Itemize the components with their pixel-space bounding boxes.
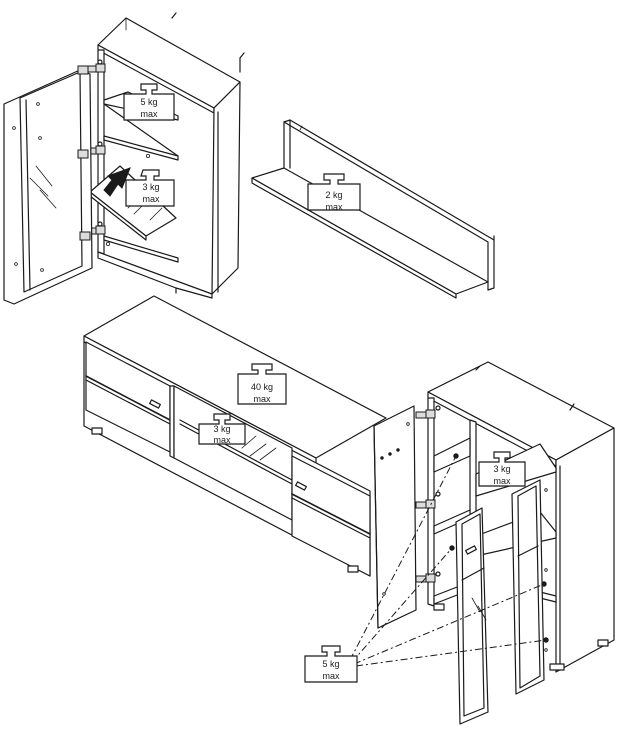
- weight-icon-cabinet-top-shelf: 5 kg max: [123, 83, 175, 121]
- right-cabinet-left-door: [373, 405, 417, 629]
- weight-icon-right-cabinet-shelf: 3 kg max: [478, 451, 526, 487]
- hinge-icon: [85, 59, 106, 73]
- weight-value: 5 kg: [322, 659, 339, 669]
- weight-unit: max: [325, 202, 343, 212]
- weight-value: 3 kg: [213, 424, 230, 434]
- right-cabinet-front-doors: [455, 479, 548, 725]
- weight-unit: max: [493, 476, 511, 486]
- weight-icon-door-shelves: 5 kg max: [304, 645, 358, 683]
- weight-icon-cabinet-glass-shelf: 3 kg max: [125, 169, 175, 207]
- weight-unit: max: [140, 109, 158, 119]
- weight-value: 5 kg: [140, 97, 157, 107]
- weight-unit: max: [322, 671, 340, 681]
- weight-icon-tv-unit-top: 40 kg max: [237, 363, 287, 405]
- weight-icon-wall-shelf: 2 kg max: [307, 173, 361, 212]
- weight-value: 3 kg: [142, 182, 159, 192]
- hinge-icon: [415, 405, 441, 419]
- upper-cabinet: [85, 12, 245, 299]
- leader-lines: [349, 453, 549, 667]
- arrow-icon: [103, 167, 131, 197]
- wall-shelf: [251, 119, 495, 299]
- weight-unit: max: [142, 194, 160, 204]
- weight-unit: max: [213, 435, 231, 445]
- upper-cabinet-door: [3, 65, 93, 305]
- weight-value: 40 kg: [251, 382, 273, 392]
- weight-value: 2 kg: [325, 190, 342, 200]
- weight-unit: max: [253, 394, 271, 404]
- weight-icon-tv-unit-glass-shelf: 3 kg max: [198, 413, 246, 445]
- tv-unit: [83, 295, 387, 577]
- hinge-icon: [415, 571, 441, 583]
- weight-value: 3 kg: [493, 464, 510, 474]
